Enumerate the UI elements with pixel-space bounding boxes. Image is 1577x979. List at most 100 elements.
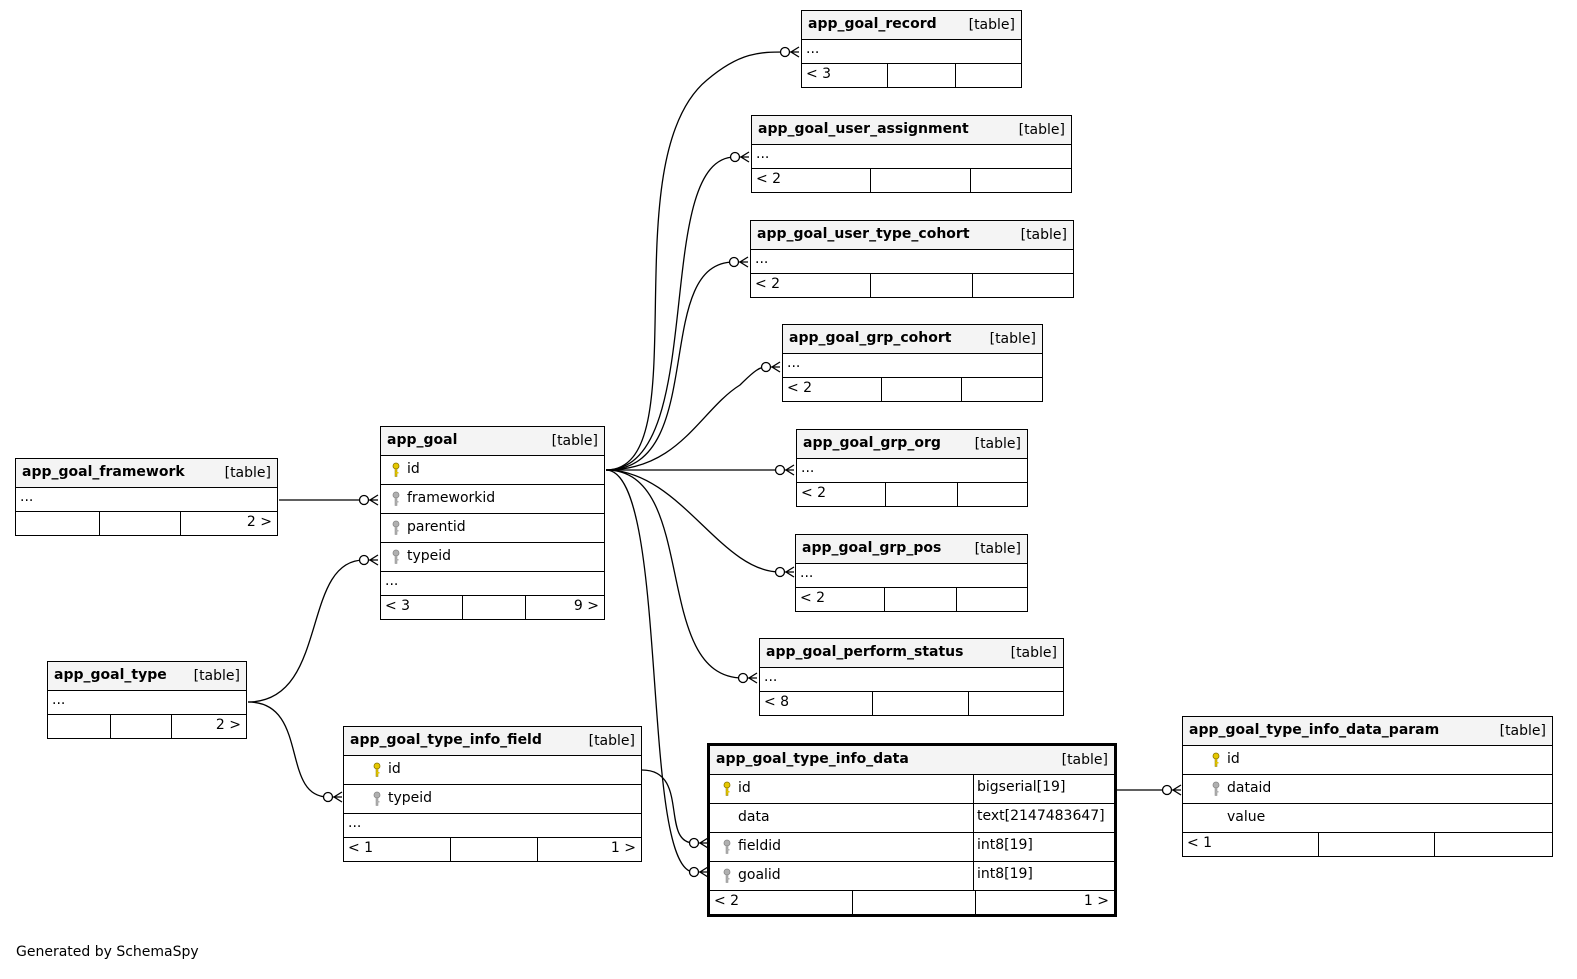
column-row[interactable]: typeid: [344, 785, 641, 814]
parents-count-link[interactable]: < 1: [1187, 835, 1213, 851]
table-header: app_goal_record[table]: [802, 11, 1021, 40]
column-row[interactable]: dataid: [1183, 775, 1552, 804]
parents-count-link[interactable]: < 2: [755, 276, 781, 292]
parents-count-link[interactable]: < 8: [764, 694, 790, 710]
more-columns-row[interactable]: ...: [751, 250, 1073, 274]
optional-marker: [729, 151, 741, 163]
table-name: app_goal_type_info_data_param: [1189, 722, 1440, 738]
more-columns-row[interactable]: ...: [796, 564, 1027, 588]
table-app-goal-type-info-data-param[interactable]: app_goal_type_info_data_param [table] id da…: [1182, 716, 1553, 857]
parents-count-link[interactable]: < 2: [801, 485, 827, 501]
table-app-goal-framework[interactable]: app_goal_framework[table]... 2 >: [15, 458, 278, 536]
crows-foot-marker: [784, 464, 795, 476]
parents-count-link[interactable]: < 2: [756, 171, 782, 187]
column-row[interactable]: typeid: [381, 543, 604, 572]
optional-marker: [358, 494, 370, 506]
table-app-goal-type[interactable]: app_goal_type[table]...2 >: [47, 661, 247, 739]
table-footer: < 3 9 >: [381, 596, 604, 619]
footer-divider: [171, 715, 172, 738]
table-kind: [table]: [1499, 723, 1546, 739]
column-row[interactable]: id bigserial[19]: [710, 775, 1114, 804]
table-app-goal[interactable]: app_goal [table] id frameworkid parentid type…: [380, 426, 605, 620]
footer-divider: [872, 692, 873, 715]
more-columns-row[interactable]: ...: [344, 814, 641, 838]
column-type: bigserial[19]: [977, 779, 1066, 795]
column-row[interactable]: frameworkid: [381, 485, 604, 514]
footer-divider: [537, 838, 538, 861]
column-row[interactable]: parentid: [381, 514, 604, 543]
column-name: typeid: [407, 548, 452, 564]
table-app-goal-user-assignment[interactable]: app_goal_user_assignment[table]...< 2: [751, 115, 1072, 193]
parents-count-link[interactable]: < 3: [806, 66, 832, 82]
more-columns-row[interactable]: ...: [48, 691, 246, 715]
children-count-link[interactable]: 1 >: [610, 840, 636, 856]
more-columns-row[interactable]: ...: [802, 40, 1021, 64]
column-name: goalid: [738, 867, 781, 883]
column-name: id: [407, 461, 420, 477]
table-kind: [table]: [1018, 122, 1065, 138]
column-row[interactable]: id: [381, 456, 604, 485]
table-app-goal-grp-cohort[interactable]: app_goal_grp_cohort[table]...< 2: [782, 324, 1043, 402]
more-columns-ellipsis: ...: [800, 565, 814, 581]
table-name: app_goal: [387, 432, 458, 448]
table-kind: [table]: [974, 436, 1021, 452]
table-kind: [table]: [1020, 227, 1067, 243]
table-kind: [table]: [551, 433, 598, 449]
more-columns-row[interactable]: ...: [16, 488, 277, 512]
edge-type-typeid: [247, 559, 365, 703]
column-name: dataid: [1227, 780, 1272, 796]
primary-key-icon: [1211, 752, 1221, 768]
column-name: parentid: [407, 519, 466, 535]
parents-count-link[interactable]: < 3: [385, 598, 411, 614]
children-count-link[interactable]: 1 >: [1083, 893, 1109, 909]
column-row[interactable]: value: [1183, 804, 1552, 833]
children-count-link[interactable]: 2 >: [246, 514, 272, 530]
table-app-goal-grp-pos[interactable]: app_goal_grp_pos[table]...< 2: [795, 534, 1028, 612]
column-name: id: [738, 780, 751, 796]
table-name: app_goal_grp_cohort: [789, 330, 952, 346]
table-footer: < 2: [797, 483, 1027, 506]
table-kind: [table]: [968, 17, 1015, 33]
parents-count-link[interactable]: < 2: [787, 380, 813, 396]
table-app-goal-perform-status[interactable]: app_goal_perform_status[table]...< 8: [759, 638, 1064, 716]
footer-divider: [955, 64, 956, 87]
parents-count-link[interactable]: < 1: [348, 840, 374, 856]
footer-divider: [972, 274, 973, 297]
crows-foot-marker: [738, 256, 749, 268]
footer-divider: [852, 891, 853, 914]
footer-divider: [99, 512, 100, 535]
children-count-link[interactable]: 9 >: [573, 598, 599, 614]
column-row[interactable]: id: [344, 756, 641, 785]
column-name: value: [1227, 809, 1266, 825]
more-columns-row[interactable]: ...: [381, 572, 604, 596]
footer-divider: [1318, 833, 1319, 856]
table-kind: [table]: [588, 733, 635, 749]
optional-marker: [774, 464, 786, 476]
table-app-goal-record[interactable]: app_goal_record[table]... < 3: [801, 10, 1022, 88]
footer-divider: [462, 596, 463, 619]
more-columns-row[interactable]: ...: [760, 668, 1063, 692]
column-row[interactable]: id: [1183, 746, 1552, 775]
children-count-link[interactable]: 2 >: [215, 717, 241, 733]
more-columns-row[interactable]: ...: [783, 354, 1042, 378]
column-divider: [973, 833, 974, 861]
parents-count-link[interactable]: < 2: [714, 893, 740, 909]
foreign-key-icon: [722, 839, 732, 855]
table-header: app_goal_framework[table]: [16, 459, 277, 488]
column-name: data: [738, 809, 770, 825]
table-app-goal-grp-org[interactable]: app_goal_grp_org[table]...< 2: [796, 429, 1028, 507]
footer-divider: [884, 588, 885, 611]
footer-divider: [110, 715, 111, 738]
more-columns-row[interactable]: ...: [797, 459, 1027, 483]
parents-count-link[interactable]: < 2: [800, 590, 826, 606]
more-columns-row[interactable]: ...: [752, 145, 1071, 169]
table-app-goal-user-type-cohort[interactable]: app_goal_user_type_cohort[table]...< 2: [750, 220, 1074, 298]
table-kind: [table]: [974, 541, 1021, 557]
footer-divider: [885, 483, 886, 506]
column-name: id: [1227, 751, 1240, 767]
